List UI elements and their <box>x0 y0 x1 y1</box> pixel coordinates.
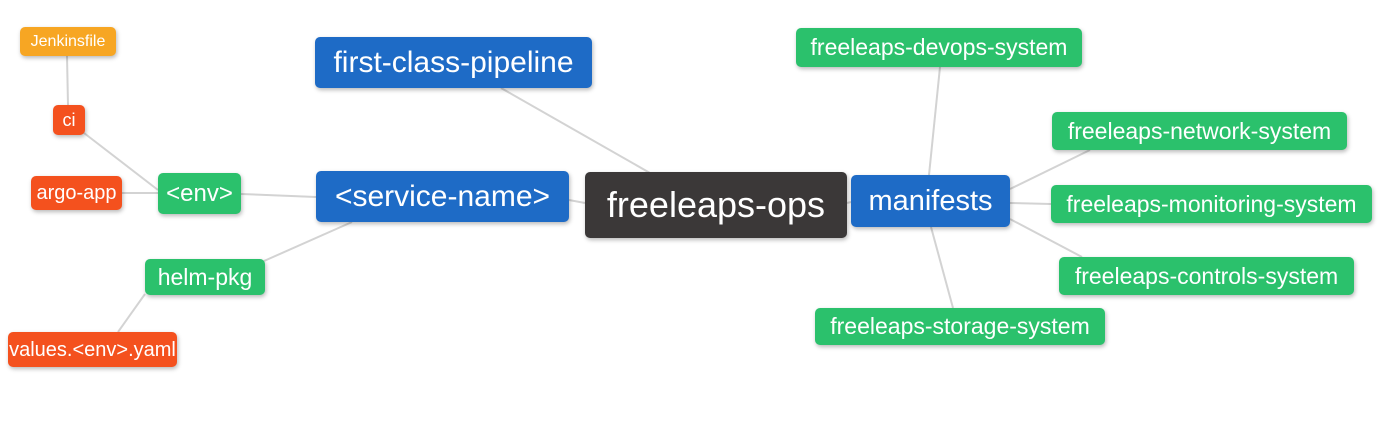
node-freeleaps-storage-system[interactable]: freeleaps-storage-system <box>815 308 1105 345</box>
edge-manifests-to-freeleaps-storage-system <box>930 226 954 309</box>
edge-manifests-to-freeleaps-network-system <box>1009 149 1091 190</box>
node-label: freeleaps-devops-system <box>810 34 1068 60</box>
edge-manifests-to-freeleaps-devops-system <box>928 66 941 176</box>
node-ci[interactable]: ci <box>53 105 85 135</box>
node-jenkinsfile[interactable]: Jenkinsfile <box>20 27 116 56</box>
node-service-name[interactable]: <service-name> <box>316 171 569 222</box>
edge-service-name-to-helm-pkg <box>263 221 353 262</box>
node-label: first-class-pipeline <box>333 45 574 79</box>
node-label: manifests <box>868 184 993 217</box>
node-label: argo-app <box>36 182 117 204</box>
edge-manifests-to-freeleaps-monitoring-system <box>1009 202 1052 205</box>
node-manifests[interactable]: manifests <box>851 175 1010 227</box>
node-freeleaps-ops[interactable]: freeleaps-ops <box>585 172 847 238</box>
node-label: freeleaps-controls-system <box>1074 262 1339 289</box>
edge-jenkinsfile-to-ci <box>66 55 69 106</box>
node-label: values.<env>.yaml <box>9 338 176 361</box>
edge-helm-pkg-to-values-env-yaml <box>117 293 146 333</box>
node-label: helm-pkg <box>157 263 253 290</box>
edge-ci-to-env <box>83 132 159 191</box>
node-freeleaps-network-system[interactable]: freeleaps-network-system <box>1052 112 1347 150</box>
node-label: freeleaps-monitoring-system <box>1066 190 1357 217</box>
node-label: freeleaps-storage-system <box>830 313 1090 339</box>
edge-service-name-to-freeleaps-ops <box>568 199 586 204</box>
node-freeleaps-monitoring-system[interactable]: freeleaps-monitoring-system <box>1051 185 1372 223</box>
edge-first-class-pipeline-to-freeleaps-ops <box>500 87 651 174</box>
node-label: <service-name> <box>334 179 551 213</box>
edge-manifests-to-freeleaps-controls-system <box>1009 218 1083 258</box>
node-label: ci <box>62 110 76 130</box>
node-helm-pkg[interactable]: helm-pkg <box>145 259 265 295</box>
edge-freeleaps-ops-to-manifests <box>846 201 852 204</box>
node-env[interactable]: <env> <box>158 173 241 214</box>
node-label: <env> <box>166 179 233 207</box>
node-label: freeleaps-ops <box>606 184 826 225</box>
node-label: Jenkinsfile <box>30 32 106 50</box>
edge-env-to-service-name <box>240 193 317 198</box>
node-freeleaps-controls-system[interactable]: freeleaps-controls-system <box>1059 257 1354 295</box>
node-label: freeleaps-network-system <box>1067 117 1332 144</box>
node-argo-app[interactable]: argo-app <box>31 176 122 210</box>
node-freeleaps-devops-system[interactable]: freeleaps-devops-system <box>796 28 1082 67</box>
node-first-class-pipeline[interactable]: first-class-pipeline <box>315 37 592 88</box>
node-values-env-yaml[interactable]: values.<env>.yaml <box>8 332 177 367</box>
